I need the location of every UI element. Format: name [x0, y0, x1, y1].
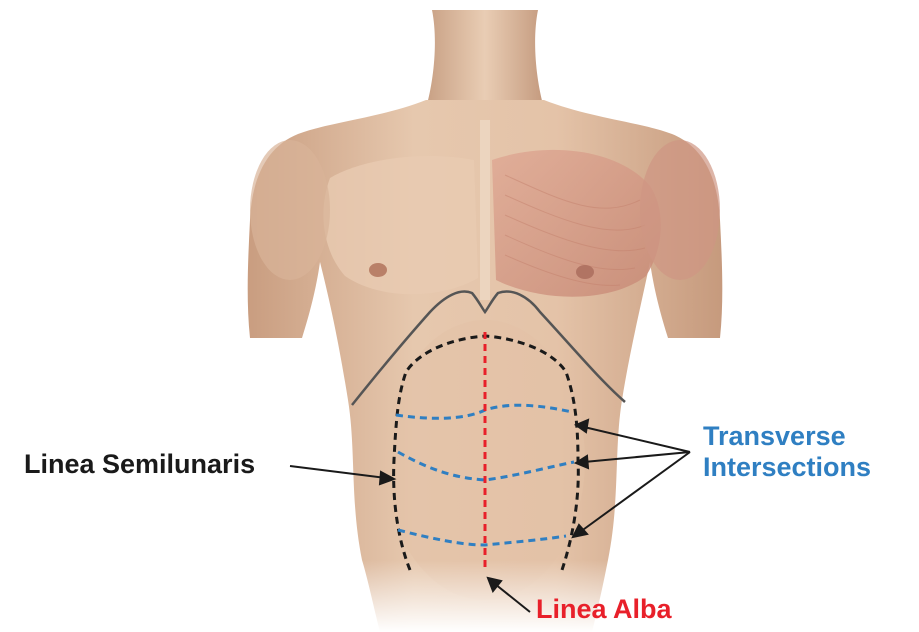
transverse-label-line1: Transverse — [703, 421, 871, 452]
linea-semilunaris-label: Linea Semilunaris — [24, 449, 255, 480]
neck — [426, 10, 544, 108]
left-deltoid — [250, 140, 330, 280]
right-nipple — [576, 265, 594, 279]
linea-alba-label: Linea Alba — [536, 594, 672, 625]
transverse-label-line2: Intersections — [703, 452, 871, 483]
left-pectoral — [323, 156, 478, 294]
right-deltoid — [640, 140, 720, 280]
transverse-intersections-label: Transverse Intersections — [703, 421, 871, 483]
left-nipple — [369, 263, 387, 277]
